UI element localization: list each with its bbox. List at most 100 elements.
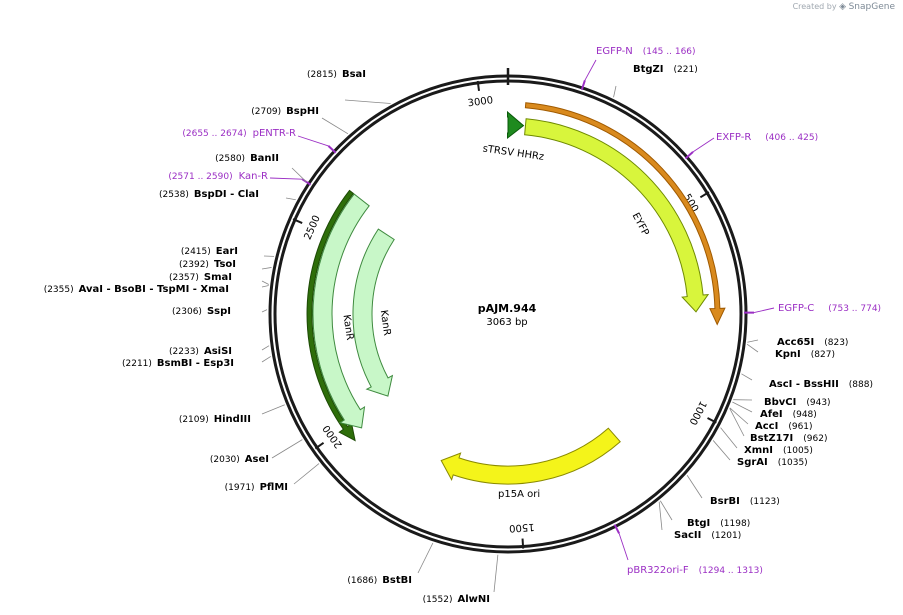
site-label-sacii: SacII(1201) — [674, 530, 741, 541]
site-label-sspi: (2306)SspI — [172, 306, 231, 317]
ruler-tick — [314, 442, 325, 450]
plasmid-size: 3063 bp — [486, 317, 527, 328]
site-label-alwni: (1552)AlwNI — [423, 594, 490, 605]
feature-kanr-inner-arrow — [352, 228, 395, 397]
feature-label-kanr-outer: KanR — [340, 314, 354, 341]
feature-exfp-band — [524, 102, 726, 326]
site-label-asisi: (2233)AsiSI — [169, 346, 232, 357]
snapgene-logo-icon: ◈ — [839, 2, 847, 12]
site-leader — [261, 309, 268, 313]
site-leader — [261, 356, 271, 363]
site-label-acci: AccI(961) — [755, 421, 813, 432]
feature-eyfp-arrow — [524, 118, 710, 313]
primer-mark — [580, 80, 586, 91]
site-leader — [261, 404, 285, 415]
primer-label-egfp-n: EGFP-N(145 .. 166) — [596, 46, 696, 57]
site-label-btgzi: BtgZI(221) — [633, 64, 698, 75]
site-leader — [658, 501, 663, 531]
ruler-tick-label: 1000 — [687, 399, 709, 427]
site-label-acc65i: Acc65I(823) — [777, 337, 848, 348]
site-label-btgi: BtgI(1198) — [687, 518, 750, 529]
site-label-sgrai: SgrAI(1035) — [737, 457, 808, 468]
site-label-kpni: KpnI(827) — [775, 349, 835, 360]
site-leader — [291, 167, 307, 183]
left-site-labels: (2815)BsaI (2709)BspHI (2580)BanII (2538… — [44, 69, 490, 605]
site-label-smai: (2357)SmaI — [169, 272, 232, 283]
site-leader — [321, 117, 349, 135]
ruler-tick-label: 3000 — [467, 95, 494, 109]
site-label-asci-bsshii: AscI - BssHII(888) — [769, 379, 873, 390]
primer-mark — [327, 145, 337, 154]
site-leader — [659, 500, 673, 521]
site-label-pflmi: (1971)PflMI — [225, 482, 288, 493]
site-label-bsphi: (2709)BspHI — [251, 106, 319, 117]
site-leader — [712, 440, 731, 461]
site-label-avai-group: (2355)AvaI - BsoBI - TspMI - XmaI — [44, 284, 229, 295]
site-label-bstz17i: BstZ17I(962) — [750, 433, 827, 444]
primer-label-egfp-c: EGFP-C(753 .. 774) — [778, 303, 881, 314]
site-label-tsoi: (2392)TsoI — [179, 259, 236, 270]
primer-mark — [684, 151, 694, 160]
site-leader — [344, 99, 391, 104]
primer-label-kan-r: (2571 .. 2590)Kan-R — [168, 171, 268, 182]
feature-kanr-outer-arrow — [312, 193, 370, 429]
site-label-bbvci: BbvCI(943) — [764, 397, 831, 408]
site-label-bspdi-clai: (2538)BspDI - ClaI — [159, 189, 259, 200]
site-label-asei: (2030)AseI — [210, 454, 269, 465]
site-label-bstbi: (1686)BstBI — [347, 575, 412, 586]
snapgene-branding: Created by ◈ SnapGene — [793, 2, 895, 12]
branding-prefix: Created by — [792, 2, 837, 11]
ruler-tick — [476, 80, 480, 92]
feature-label-kanr-inner: KanR — [378, 309, 392, 336]
site-leader — [493, 554, 499, 593]
site-leader — [261, 280, 269, 285]
site-leader — [271, 439, 303, 459]
primer-leader — [618, 533, 629, 561]
primer-leader — [692, 137, 715, 153]
features — [301, 80, 755, 534]
site-leader — [261, 267, 272, 270]
site-label-eari: (2415)EarI — [181, 246, 238, 257]
site-label-hindiii: (2109)HindIII — [179, 414, 251, 425]
feature-label-strsv: sTRSV HHRz — [482, 143, 545, 163]
primer-mark — [301, 178, 312, 186]
site-leader — [293, 463, 320, 485]
feature-label-p15a: p15A ori — [498, 489, 540, 500]
right-site-labels: BtgZI(221) Acc65I(823) KpnI(827) AscI - … — [633, 64, 873, 541]
site-leader — [732, 401, 753, 413]
ruler-tick — [292, 218, 303, 225]
ruler-tick — [699, 191, 710, 199]
branding-name: SnapGene — [848, 2, 895, 12]
site-leader — [747, 339, 759, 343]
site-leader — [285, 197, 296, 201]
site-leader — [729, 408, 745, 437]
ruler-tick-label: 1500 — [509, 521, 535, 534]
site-leader — [686, 475, 703, 499]
site-label-bsai: (2815)BsaI — [307, 69, 366, 80]
primer-mark — [613, 524, 621, 534]
site-leader — [746, 343, 759, 353]
site-label-banii: (2580)BanII — [215, 153, 279, 164]
site-label-xmni: XmnI(1005) — [744, 445, 813, 456]
primer-leader — [584, 59, 597, 81]
feature-kanr-band — [306, 189, 356, 442]
primer-leader — [269, 177, 303, 180]
site-leaders — [261, 59, 775, 593]
site-leader — [261, 285, 269, 288]
feature-p15a-arrow — [440, 427, 621, 485]
site-label-bsrbi: BsrBI(1123) — [710, 496, 780, 507]
feature-label-eyfp: EYFP — [630, 211, 651, 238]
primer-label-exfp-r: EXFP-R(406 .. 425) — [716, 132, 818, 143]
site-leader — [613, 85, 617, 98]
site-leader — [261, 345, 270, 351]
primer-label-pentr-r: (2655 .. 2674)pENTR-R — [182, 128, 296, 139]
primer-leader — [297, 135, 329, 147]
primer-labels: EGFP-N(145 .. 166) EXFP-R(406 .. 425) EG… — [168, 46, 881, 576]
primer-label-pbr322ori-f: pBR322ori-F(1294 .. 1313) — [627, 565, 763, 576]
site-leader — [729, 407, 749, 425]
plasmid-name: pAJM.944 — [478, 302, 537, 315]
site-label-bsmbi-esp3i: (2211)BsmBI - Esp3I — [122, 358, 234, 369]
site-label-afei: AfeI(948) — [760, 409, 817, 420]
ruler-tick-label: 2500 — [303, 214, 323, 242]
